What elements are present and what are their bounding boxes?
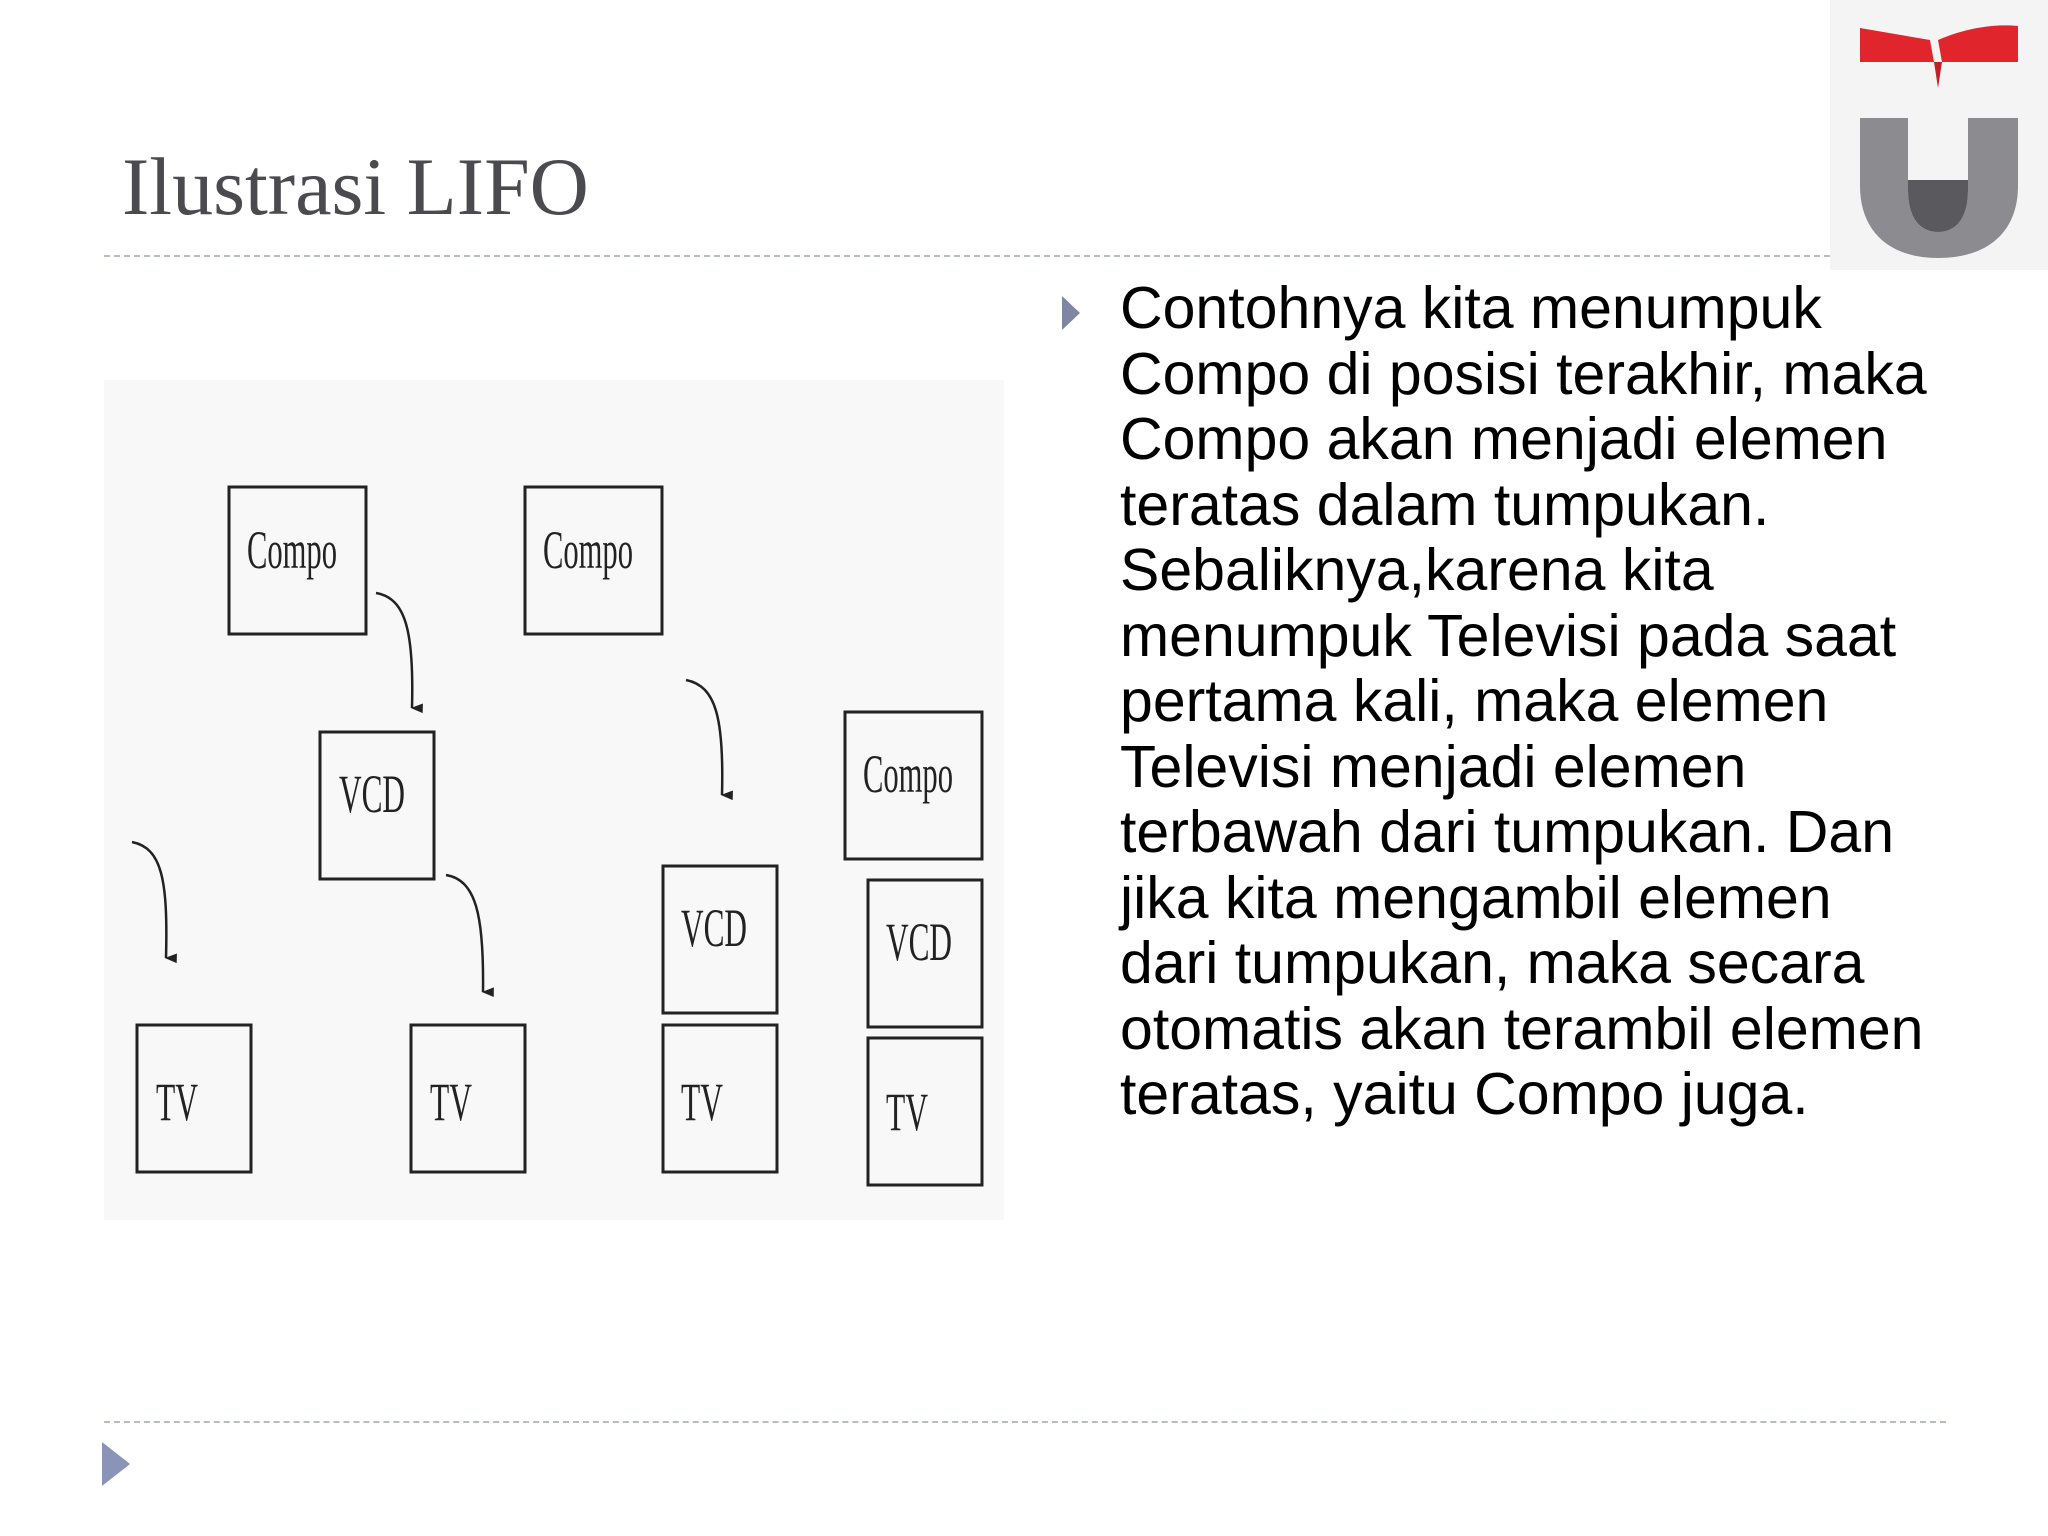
vcd-label: VCD: [339, 764, 405, 824]
push-arrow: [131, 840, 177, 964]
tv-label: TV: [681, 1072, 723, 1132]
tv-box: TV: [866, 1036, 984, 1187]
title-divider: [104, 255, 1830, 257]
tv-label: TV: [430, 1072, 472, 1132]
stack-step-4: Compo VCD TV: [843, 710, 984, 1187]
vcd-box: VCD: [318, 730, 436, 881]
push-arrow: [685, 678, 733, 801]
tv-label: TV: [156, 1072, 198, 1132]
stack-step-1: TV: [131, 840, 253, 1174]
vcd-box: VCD: [661, 864, 779, 1015]
vcd-label: VCD: [681, 898, 747, 958]
institution-logo: [1830, 0, 2048, 270]
bullet-triangle-icon: [1062, 296, 1080, 330]
logo-icon: [1860, 25, 2018, 258]
tv-label: TV: [886, 1082, 928, 1142]
vcd-label: VCD: [886, 912, 952, 972]
push-arrow: [445, 873, 494, 997]
vcd-box: VCD: [866, 878, 984, 1029]
lifo-diagram: TV VCD TV Compo: [104, 380, 1004, 1220]
tv-box: TV: [135, 1023, 253, 1174]
push-arrow: [375, 591, 423, 714]
tv-box: TV: [409, 1023, 527, 1174]
compo-box: Compo: [523, 485, 664, 636]
compo-label: Compo: [543, 520, 633, 580]
stack-step-2-compo: Compo: [227, 485, 423, 714]
compo-box: Compo: [843, 710, 984, 861]
stack-step-3: Compo VCD TV: [523, 485, 779, 1174]
footer-divider: [104, 1421, 1946, 1423]
lifo-diagram-svg: TV VCD TV Compo: [131, 485, 984, 1187]
compo-label: Compo: [863, 744, 953, 804]
slide-title: Ilustrasi LIFO: [122, 141, 589, 232]
stack-step-2: VCD TV: [318, 730, 527, 1174]
compo-box: Compo: [227, 485, 368, 636]
next-slide-arrow-icon[interactable]: [102, 1442, 130, 1486]
compo-label: Compo: [247, 520, 337, 580]
tv-box: TV: [661, 1023, 779, 1174]
bullet-text: Contohnya kita menumpuk Compo di posisi …: [1120, 275, 1927, 1127]
